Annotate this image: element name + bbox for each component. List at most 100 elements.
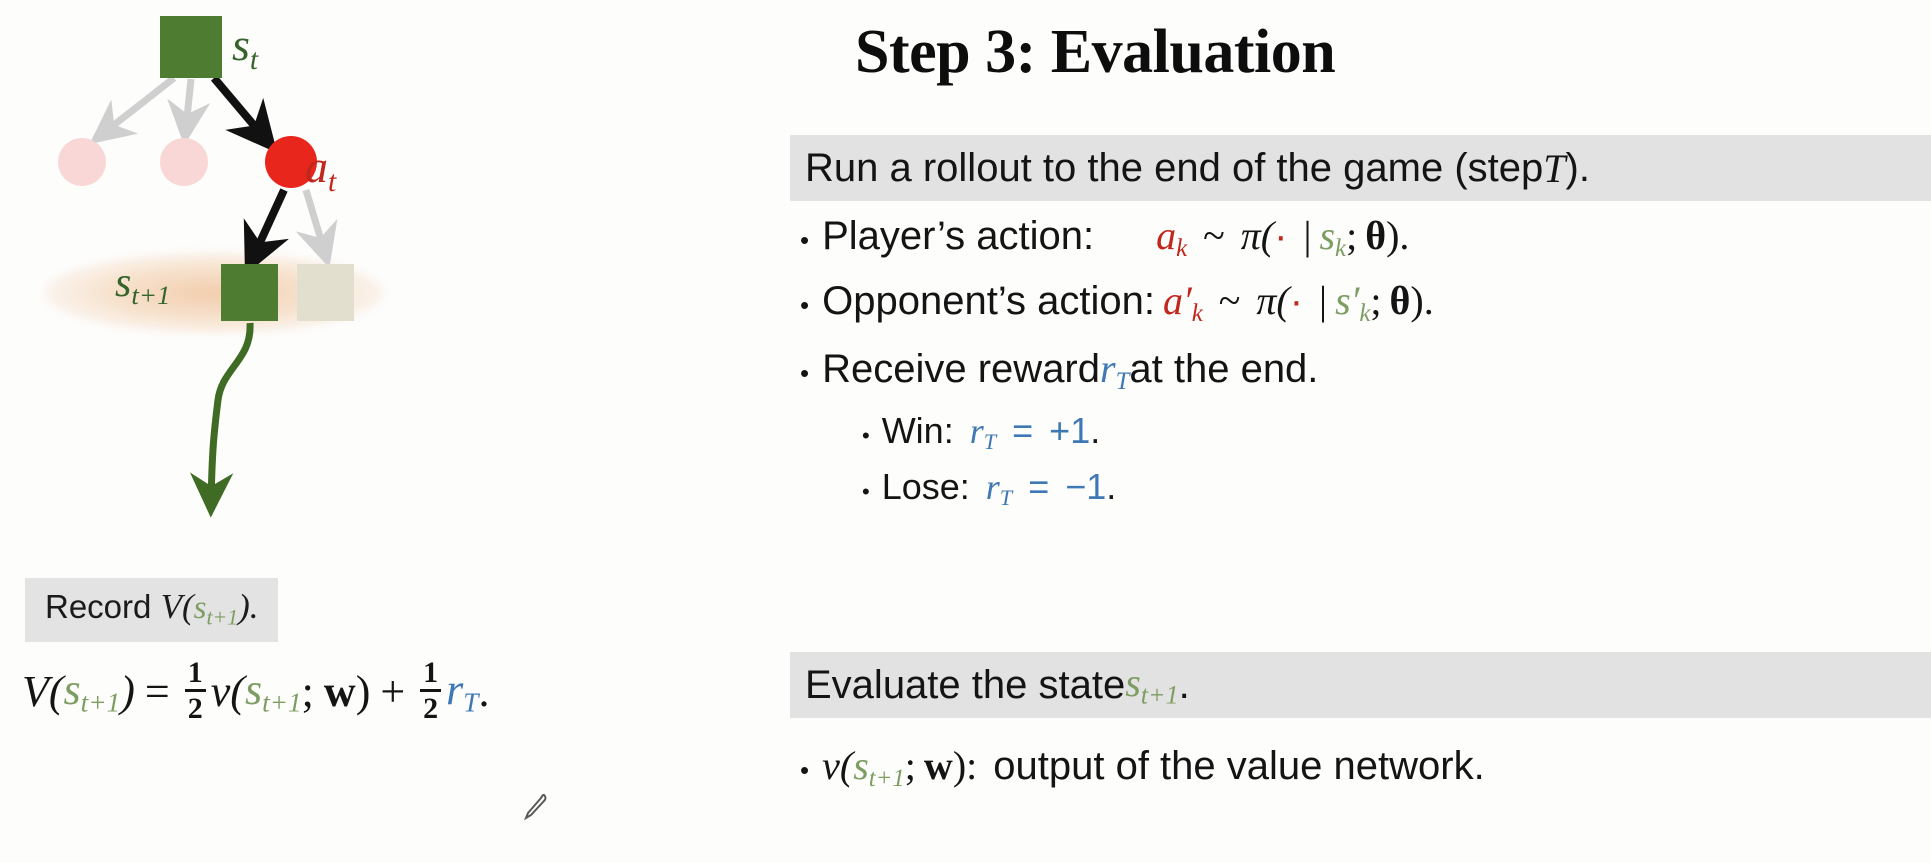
content-panel: Step 3: Evaluation Run a rollout to the … xyxy=(790,0,1931,863)
win-value: +1 xyxy=(1049,410,1091,451)
opponent-theta-symbol: θ xyxy=(1389,278,1411,323)
opponent-action-symbol: a′k xyxy=(1162,278,1203,327)
edge-root-action xyxy=(210,75,278,154)
opponent-state-symbol: s′k xyxy=(1335,278,1371,327)
player-action-symbol: ak xyxy=(1156,213,1188,262)
record-state-symbol: st+1 xyxy=(193,590,239,630)
bullet-glyph-icon: • xyxy=(800,755,810,785)
player-semicolon: ; xyxy=(1346,213,1358,258)
value-description: output of the value network. xyxy=(993,744,1485,788)
value-semicolon: ; xyxy=(904,743,916,788)
label-action-t: at xyxy=(305,141,337,198)
opponent-centerdot: · xyxy=(1289,279,1304,323)
edge-action-next-state xyxy=(243,188,289,276)
banner-rollout: Run a rollout to the end of the game (st… xyxy=(790,135,1931,201)
lose-value: −1 xyxy=(1065,466,1107,507)
win-label: Win: xyxy=(881,410,954,451)
record-prefix: Record xyxy=(45,588,161,625)
value-w-symbol: w xyxy=(923,743,953,788)
bullet-opponent-label: Opponent’s action: xyxy=(822,279,1155,323)
tree-diagram-panel: st at st+1 Record V(st+1). V(st+1)= 1 2 … xyxy=(0,0,770,863)
sub-bullet-win: • Win: rT = +1. xyxy=(862,410,1100,455)
player-centerdot: · xyxy=(1274,214,1288,258)
player-state-symbol: sk xyxy=(1319,213,1347,262)
eq-reward: rT xyxy=(446,664,479,718)
reward-pre-text: Receive reward xyxy=(822,347,1100,391)
label-state-t: st xyxy=(232,19,259,76)
value-state-symbol: st+1 xyxy=(853,743,905,792)
win-equals: = xyxy=(1012,410,1034,451)
eq-fraction-half-1: 1 2 xyxy=(184,658,206,724)
page-title: Step 3: Evaluation xyxy=(855,18,1336,86)
value-equation: V(st+1)= 1 2 v(st+1;w)+ 1 2 rT. xyxy=(22,658,489,724)
lose-label: Lose: xyxy=(881,466,970,507)
bullet-opponent-action: • Opponent’s action: a′k ~ π( · | s′k;θ)… xyxy=(800,277,1434,328)
lose-period: . xyxy=(1106,466,1117,507)
lose-equals: = xyxy=(1028,466,1050,507)
eq-lhs-v: V( xyxy=(22,666,64,716)
eq-term-state: st+1 xyxy=(244,664,302,718)
reward-post-text: at the end. xyxy=(1129,347,1319,391)
node-action-unexplored-1[interactable] xyxy=(58,138,106,186)
opponent-close: ). xyxy=(1410,278,1434,323)
bullet-player-action: • Player’s action: ak ~ π( · | sk;θ). xyxy=(800,212,1409,263)
bullet-value-network: • v(st+1;w): output of the value network… xyxy=(800,742,1485,793)
bullet-glyph-icon: • xyxy=(800,225,810,255)
node-state-next[interactable] xyxy=(221,264,278,321)
node-state-other[interactable] xyxy=(297,264,354,321)
eq-lhs-state: st+1 xyxy=(63,664,121,718)
eq-semicolon: ; xyxy=(301,666,314,716)
opponent-semicolon: ; xyxy=(1370,278,1382,323)
win-period: . xyxy=(1090,410,1101,451)
banner-1-symbol-T: T xyxy=(1543,145,1566,191)
bullet-receive-reward: • Receive reward rT at the end. xyxy=(800,345,1318,396)
record-suffix: ). xyxy=(238,587,259,626)
bullet-player-label: Player’s action: xyxy=(822,214,1095,258)
opponent-pi-open: π( xyxy=(1256,278,1290,323)
tree-edges xyxy=(89,75,338,518)
eq-period: . xyxy=(478,666,490,716)
win-reward-symbol: rT xyxy=(969,411,997,455)
player-conditional-bar: | xyxy=(1303,213,1312,258)
node-action-chosen[interactable] xyxy=(265,136,317,188)
record-v-symbol: V( xyxy=(160,587,194,626)
banner-evaluate-state: Evaluate the state st+1. xyxy=(790,652,1931,718)
eq-close-paren: ) xyxy=(355,666,371,716)
sub-bullet-lose: • Lose: rT = −1. xyxy=(862,466,1116,511)
banner-1-pre: Run a rollout to the end of the game (st… xyxy=(805,145,1544,190)
edge-root-left xyxy=(89,75,177,145)
opponent-conditional-bar: | xyxy=(1319,278,1328,323)
bullet-glyph-icon: • xyxy=(800,290,810,320)
banner-2-post: . xyxy=(1178,662,1190,707)
eq-plus: + xyxy=(380,666,406,716)
node-state-root[interactable] xyxy=(160,16,222,78)
opponent-tilde: ~ xyxy=(1218,278,1241,323)
node-action-unexplored-2[interactable] xyxy=(160,138,208,186)
label-state-t-plus-1: st+1 xyxy=(115,260,171,311)
reward-symbol: rT xyxy=(1100,346,1130,395)
banner-2-state-symbol: st+1 xyxy=(1125,660,1179,710)
player-pi-open: π( xyxy=(1240,213,1275,258)
banner-1-post: ). xyxy=(1565,145,1590,190)
player-theta-symbol: θ xyxy=(1365,213,1387,258)
search-tree: st at st+1 xyxy=(0,0,770,560)
eq-w-symbol: w xyxy=(323,666,356,716)
bullet-glyph-icon: • xyxy=(862,479,870,504)
value-close: ): xyxy=(952,743,978,788)
bullet-glyph-icon: • xyxy=(800,358,810,388)
bullet-glyph-icon: • xyxy=(862,423,870,448)
eq-equals: = xyxy=(144,666,170,716)
edge-action-other-state xyxy=(295,188,338,269)
eq-v-symbol: v( xyxy=(210,666,245,716)
record-value-box: Record V(st+1). xyxy=(25,578,279,642)
eq-lhs-close: ) xyxy=(120,666,135,716)
banner-2-pre: Evaluate the state xyxy=(805,662,1126,707)
value-v-symbol: v( xyxy=(822,743,854,788)
player-tilde: ~ xyxy=(1203,213,1225,258)
player-close: ). xyxy=(1386,213,1410,258)
eq-fraction-half-2: 1 2 xyxy=(420,658,442,724)
lose-reward-symbol: rT xyxy=(985,467,1013,511)
pen-cursor xyxy=(520,790,554,824)
edge-root-middle xyxy=(167,78,211,146)
